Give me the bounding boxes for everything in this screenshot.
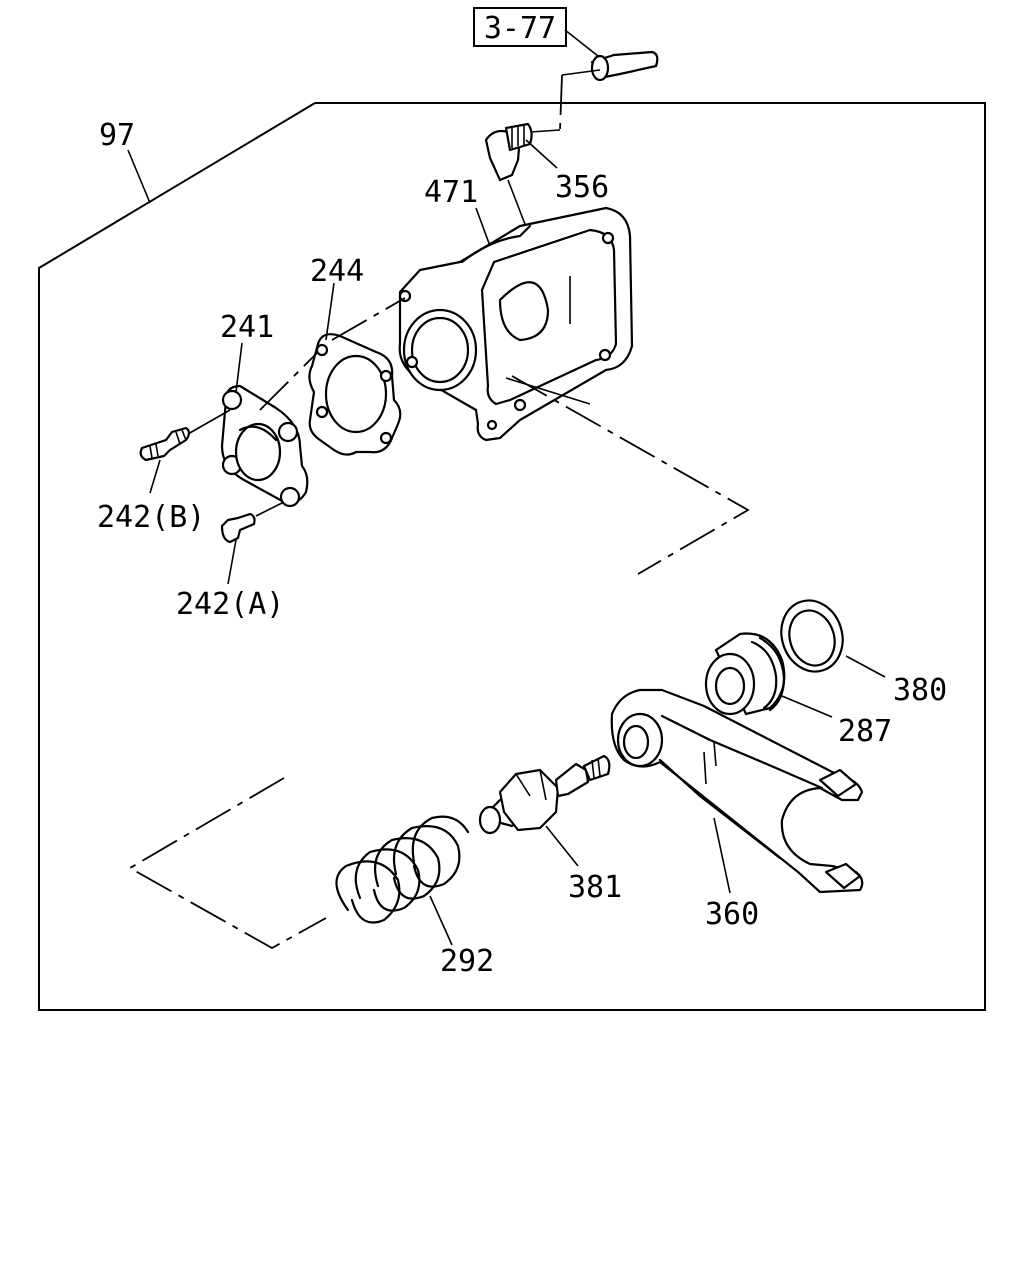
callout-292: 292 bbox=[440, 944, 494, 979]
callout-242a: 242(A) bbox=[176, 587, 284, 622]
spring-guide-line bbox=[128, 777, 327, 950]
callout-381: 381 bbox=[568, 870, 622, 905]
callout-287: 287 bbox=[838, 714, 892, 749]
clutch-housing-icon bbox=[398, 206, 634, 442]
hex-bolt-icon bbox=[220, 501, 285, 585]
callout-356: 356 bbox=[555, 170, 609, 205]
cover-plate-icon bbox=[220, 342, 319, 508]
callout-471: 471 bbox=[424, 175, 478, 210]
elbow-fitting-icon bbox=[484, 122, 558, 233]
banjo-bolt-icon bbox=[529, 29, 659, 133]
assembly-outline bbox=[38, 102, 986, 1011]
seal-ring-icon bbox=[780, 599, 886, 678]
callout-242b: 242(B) bbox=[97, 500, 205, 535]
callout-360: 360 bbox=[705, 897, 759, 932]
pivot-pin-icon bbox=[478, 754, 611, 867]
callout-97: 97 bbox=[99, 118, 135, 153]
gasket-icon bbox=[308, 282, 406, 456]
bushing-icon bbox=[704, 632, 833, 718]
callout-380: 380 bbox=[893, 673, 947, 708]
stud-bolt-icon bbox=[139, 409, 231, 494]
reference-box-label[interactable]: 3-77 bbox=[484, 11, 556, 46]
callout-244: 244 bbox=[310, 254, 364, 289]
reference-box[interactable] bbox=[473, 7, 567, 47]
release-fork-icon bbox=[610, 688, 864, 894]
assembly-guide-line bbox=[511, 375, 750, 575]
coil-spring-icon bbox=[335, 815, 470, 946]
callout-241: 241 bbox=[220, 310, 274, 345]
